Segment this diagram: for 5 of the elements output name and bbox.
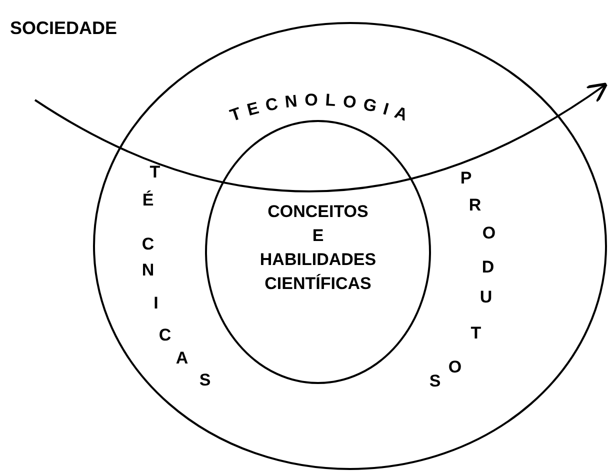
heading-label: SOCIEDADE <box>10 18 118 39</box>
curved-text: TECNOLOGIA <box>228 90 417 128</box>
curved-text: PRODUTOS <box>429 168 496 390</box>
center-text: CONCEITOS E HABILIDADES CIENTÍFICAS <box>258 201 378 295</box>
curved-text: TÉCNICAS <box>142 162 211 390</box>
